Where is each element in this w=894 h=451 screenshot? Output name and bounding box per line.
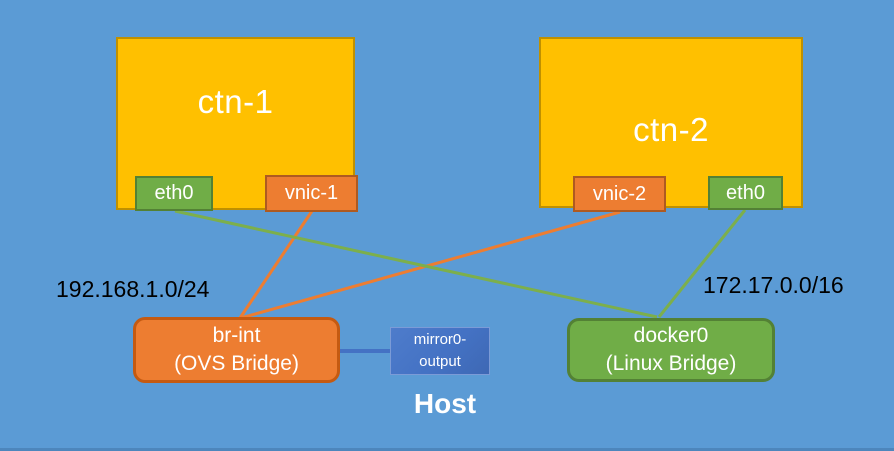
bridge-br-int: br-int (OVS Bridge) <box>133 317 340 383</box>
container-ctn-1: ctn-1 eth0 vnic-1 <box>116 37 358 212</box>
link-ctn1-eth0-to-docker0 <box>174 209 658 319</box>
link-ctn2-eth0-to-docker0 <box>657 209 747 318</box>
interface-ctn2-eth0-label: eth0 <box>726 181 765 204</box>
bottom-edge-shade <box>0 448 894 451</box>
bridge-docker0-name: docker0 <box>633 324 709 348</box>
interface-ctn1-vnic-1-label: vnic-1 <box>284 182 339 204</box>
subnet-label-docker0: 172.17.0.0/16 <box>703 272 844 298</box>
mirror0-output-port: mirror0- output <box>390 327 490 375</box>
bridge-docker0: docker0 (Linux Bridge) <box>567 318 775 382</box>
interface-ctn2-eth0: eth0 <box>708 176 783 210</box>
container-ctn-2: ctn-2 vnic-2 eth0 <box>539 37 803 212</box>
link-vnic2-to-brint <box>240 210 621 320</box>
bridge-docker0-type: (Linux Bridge) <box>605 352 737 375</box>
interface-ctn1-eth0: eth0 <box>135 176 213 211</box>
bridge-br-int-type: (OVS Bridge) <box>174 352 299 375</box>
container-ctn-1-label: ctn-1 <box>197 83 274 120</box>
interface-ctn2-vnic-2-label: vnic-2 <box>592 182 647 205</box>
link-vnic1-to-brint <box>238 210 314 319</box>
mirror0-output-line1: mirror0- <box>413 331 467 349</box>
container-ctn-2-label: ctn-2 <box>633 111 709 148</box>
bridge-br-int-name: br-int <box>212 324 261 348</box>
subnet-label-brint: 192.168.1.0/24 <box>56 276 210 302</box>
interface-ctn2-vnic-2: vnic-2 <box>573 176 666 212</box>
host-label: Host <box>413 388 477 419</box>
interface-ctn1-vnic-1: vnic-1 <box>265 175 358 212</box>
interface-ctn1-eth0-label: eth0 <box>154 182 194 204</box>
mirror0-output-line2: output <box>419 353 461 370</box>
